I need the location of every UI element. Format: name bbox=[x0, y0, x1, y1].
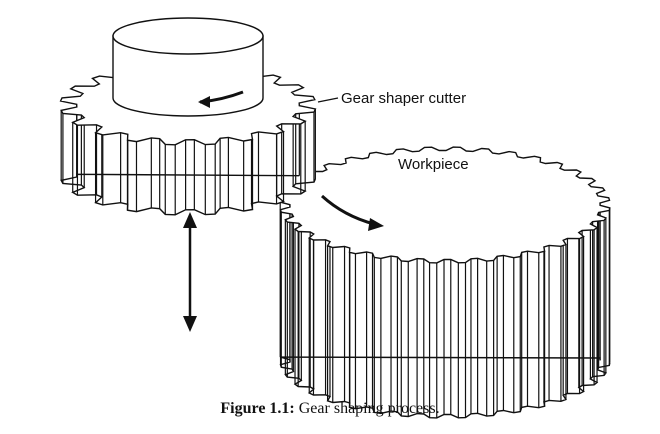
gear-bottom-edge bbox=[60, 173, 317, 216]
figure-number: Figure 1.1: bbox=[220, 400, 295, 417]
motion-arrows bbox=[183, 194, 384, 332]
cutter-label: Gear shaper cutter bbox=[341, 90, 467, 107]
gear-bottom-edge bbox=[279, 356, 611, 419]
cutter-hub-top bbox=[112, 17, 264, 55]
label-leader-line bbox=[317, 97, 339, 103]
workpiece-rotation-arrow bbox=[320, 194, 375, 226]
reciprocating-arrowhead-up bbox=[183, 212, 197, 228]
workpiece-label: Workpiece bbox=[398, 156, 469, 173]
reciprocating-arrowhead-down bbox=[183, 316, 197, 332]
gear-shaper-cutter bbox=[59, 17, 317, 216]
cutter-leader-line bbox=[317, 97, 339, 103]
workpiece-gear bbox=[279, 146, 611, 419]
workpiece-rotation-arrowhead bbox=[368, 218, 384, 231]
figure-caption-text: Gear shaping process. bbox=[298, 400, 440, 417]
figure-caption: Figure 1.1: Gear shaping process. bbox=[0, 400, 660, 418]
cutter-hub-body bbox=[112, 35, 264, 117]
cutter-rotation-arrowhead bbox=[198, 96, 210, 108]
